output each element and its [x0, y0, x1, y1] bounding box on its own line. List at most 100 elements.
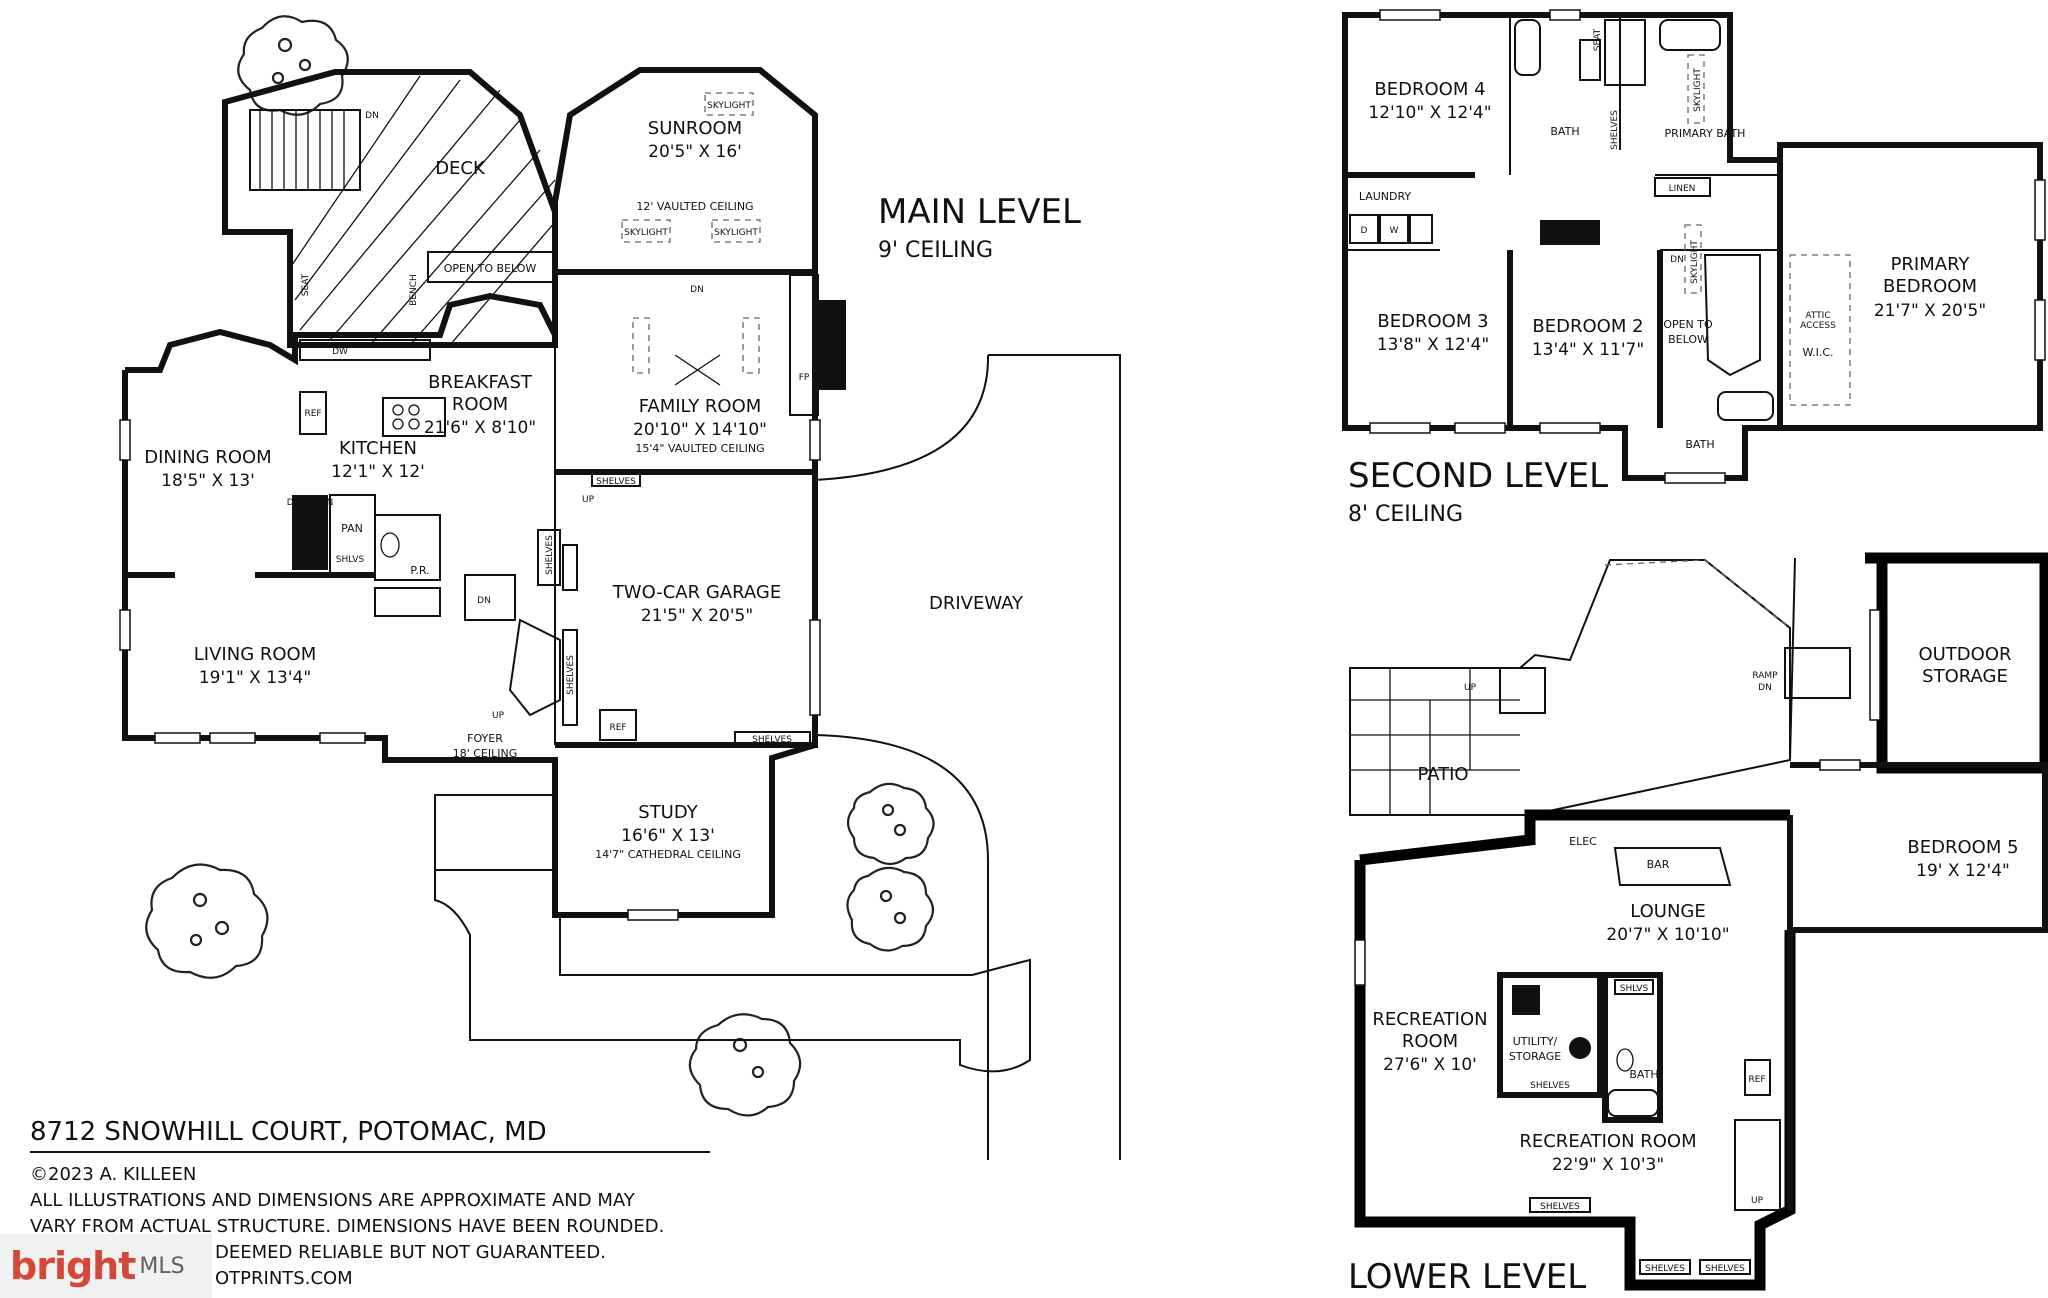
family-dim: 20'10" X 14'10" [633, 420, 767, 440]
outdoor-storage-2: STORAGE [1922, 666, 2008, 687]
bedroom5-dim: 19' X 12'4" [1916, 861, 2010, 881]
footer-block: 8712 SNOWHILL COURT, POTOMAC, MD ©2023 A… [30, 1117, 710, 1289]
sunroom-note: 12' VAULTED CEILING [636, 200, 753, 213]
disclaimer-line-1: ALL ILLUSTRATIONS AND DIMENSIONS ARE APP… [30, 1190, 636, 1211]
primary-bedroom-name-2: BEDROOM [1883, 276, 1977, 297]
shlvs-label: SHLVS [1620, 984, 1649, 994]
powder-room-label: P.R. [410, 564, 429, 577]
ref-label: REF [304, 409, 321, 419]
shelves-label: SHELVES [1540, 1202, 1580, 1212]
breakfast-name-1: BREAKFAST [428, 372, 533, 393]
driveway-label: DRIVEWAY [929, 593, 1024, 614]
dishwasher-label: DW [332, 347, 348, 357]
recreation1-name-1: RECREATION [1372, 1009, 1487, 1030]
second-level-title: SECOND LEVEL [1348, 456, 1608, 496]
bath-label: BATH [1629, 1068, 1658, 1081]
lower-level-title: LOWER LEVEL [1348, 1257, 1586, 1297]
bath-label: BATH [1550, 125, 1579, 138]
foyer-name: FOYER [467, 732, 503, 745]
open-to-below-label: OPEN TO BELOW [444, 262, 537, 275]
family-note: 15'4" VAULTED CEILING [635, 442, 764, 455]
shelves-label: SHELVES [545, 535, 555, 575]
living-name: LIVING ROOM [194, 644, 316, 665]
lounge-dim: 20'7" X 10'10" [1606, 925, 1729, 945]
garage-shelves-label: SHELVES [596, 477, 636, 487]
tree-icon [237, 15, 349, 116]
skylight-label: SKYLIGHT [1693, 68, 1703, 112]
skylight-label: SKYLIGHT [714, 228, 758, 238]
foyer-note: 18' CEILING [453, 747, 518, 760]
tree-icon [846, 782, 935, 866]
sunroom-name: SUNROOM [648, 118, 742, 139]
kitchen-dim: 12'1" X 12' [331, 462, 425, 482]
brand-logo-text: bright [10, 1244, 136, 1288]
linen-label: LINEN [1669, 184, 1696, 194]
utility-label-2: STORAGE [1509, 1050, 1561, 1063]
study-dim: 16'6" X 13' [621, 826, 715, 846]
breakfast-name-2: ROOM [452, 394, 508, 415]
bedroom5-name: BEDROOM 5 [1907, 837, 2018, 858]
bedroom3-dim: 13'8" X 12'4" [1377, 335, 1489, 355]
upper-up-label: UP [582, 495, 595, 505]
skylight-label: SKYLIGHT [1690, 240, 1700, 284]
deck-seat-label: SEAT [301, 273, 311, 296]
copyright-line: ©2023 A. KILLEEN [30, 1164, 196, 1185]
dn-label: DN [1670, 255, 1684, 265]
second-level-ceiling: 8' CEILING [1348, 502, 1463, 527]
deck-label: DECK [435, 158, 486, 179]
shlvs-label: SHLVS [336, 555, 365, 565]
main-level-title: MAIN LEVEL [878, 192, 1081, 232]
living-dim: 19'1" X 13'4" [199, 668, 311, 688]
utility-shelves: SHELVES [1530, 1081, 1570, 1091]
elec-label: ELEC [1569, 835, 1597, 848]
bar-label: BAR [1647, 858, 1670, 871]
attic-access-2: ACCESS [1800, 321, 1836, 331]
bedroom2-name: BEDROOM 2 [1532, 316, 1643, 337]
dining-dim: 18'5" X 13' [161, 471, 255, 491]
dbl-oven-label: DBL OVEN [287, 498, 333, 508]
address-line: 8712 SNOWHILL COURT, POTOMAC, MD [30, 1117, 547, 1147]
fireplace-label: FP [799, 373, 810, 383]
pantry-label: PAN [341, 522, 363, 535]
sunroom-dim: 20'5" X 16' [648, 142, 742, 162]
shelves-label: SHELVES [1705, 1264, 1745, 1274]
family-name: FAMILY ROOM [639, 396, 762, 417]
washer-label: W [1390, 226, 1399, 236]
shelves-label: SHELVES [1645, 1264, 1685, 1274]
recreation2-dim: 22'9" X 10'3" [1552, 1155, 1664, 1175]
wic-label: W.I.C. [1802, 346, 1833, 359]
recreation2-name: RECREATION ROOM [1519, 1131, 1696, 1152]
second-level-plan: BEDROOM 4 12'10" X 12'4" BATH SEAT SHELV… [1342, 9, 2046, 527]
seat-label: SEAT [1593, 28, 1603, 51]
patio-label: PATIO [1417, 764, 1468, 785]
stair-up-label: UP [492, 711, 505, 721]
tree-icon [145, 863, 269, 979]
deck-dn-label: DN [365, 111, 379, 121]
deck-bench-label: BENCH [409, 274, 419, 306]
open-to-below-1: OPEN TO [1663, 318, 1713, 331]
disclaimer-line-3: DEEMED RELIABLE BUT NOT GUARANTEED. [215, 1242, 606, 1263]
main-level-plan: DN DECK SEAT BENCH OPEN TO BELOW SKYLIGH… [119, 15, 1121, 1160]
shelves-label: SHELVES [1610, 110, 1620, 150]
garage-shelves-label: SHELVES [752, 735, 792, 745]
recreation1-name-2: ROOM [1402, 1031, 1458, 1052]
study-name: STUDY [638, 802, 698, 823]
disclaimer-line-4: OTPRINTS.COM [215, 1268, 353, 1289]
lower-level-plan: UP PATIO OUTDOOR STORAGE RAMP DN ELEC BA… [1348, 552, 2048, 1297]
brand-suffix-text: MLS [139, 1253, 185, 1279]
garage-ref-label: REF [609, 723, 626, 733]
bedroom2-dim: 13'4" X 11'7" [1532, 340, 1644, 360]
tree-icon [846, 866, 935, 952]
family-dn-label: DN [690, 285, 704, 295]
primary-bedroom-name-1: PRIMARY [1891, 254, 1971, 275]
stair-dn-label: DN [477, 596, 491, 606]
primary-bedroom-dim: 21'7" X 20'5" [1874, 301, 1986, 321]
outdoor-storage-1: OUTDOOR [1918, 644, 2011, 665]
bedroom4-dim: 12'10" X 12'4" [1368, 103, 1491, 123]
bedroom4-name: BEDROOM 4 [1374, 79, 1485, 100]
skylight-label: SKYLIGHT [707, 101, 751, 111]
disclaimer-line-2: VARY FROM ACTUAL STRUCTURE. DIMENSIONS H… [30, 1216, 664, 1237]
tree-icon [688, 1013, 802, 1117]
patio-up-label: UP [1464, 683, 1477, 693]
